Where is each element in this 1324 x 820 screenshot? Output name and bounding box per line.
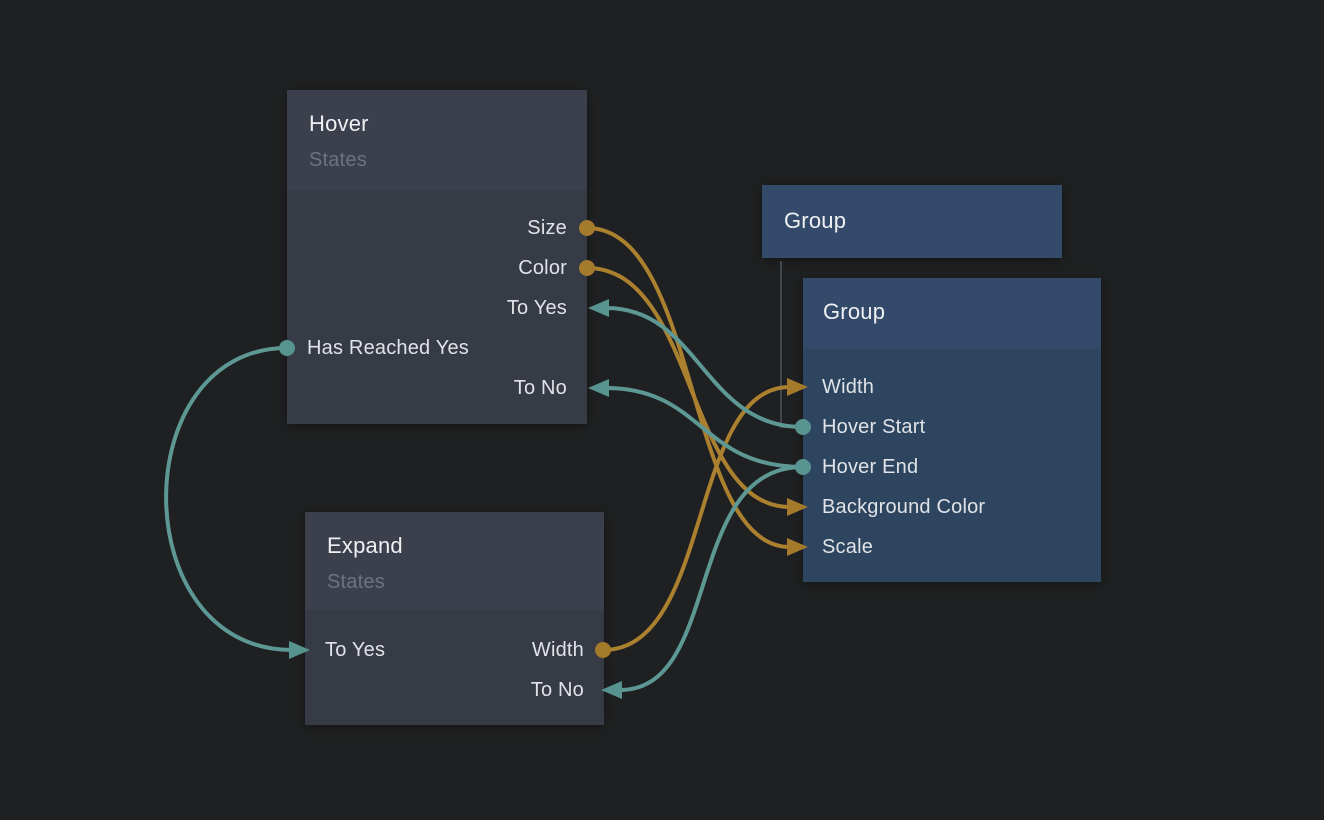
node-header[interactable]: Group	[762, 185, 1062, 235]
port-row-to-yes-width: To Yes Width	[305, 630, 604, 670]
port-label-to-no: To No	[530, 678, 584, 701]
port-row-to-yes: To Yes	[287, 288, 587, 328]
node-header[interactable]: Expand States	[305, 512, 604, 610]
port-row-width: Width	[803, 367, 1101, 407]
node-title: Group	[784, 208, 847, 233]
port-row-has-reached-yes: Has Reached Yes	[287, 328, 587, 368]
port-arrow-hover-to-yes[interactable]	[588, 299, 609, 317]
port-label-width: Width	[822, 375, 875, 398]
node-expand-states[interactable]: Expand States To Yes Width To No	[305, 512, 604, 725]
port-label-size: Size	[527, 216, 567, 239]
port-label-to-no: To No	[513, 376, 567, 399]
node-subtitle: States	[309, 149, 367, 171]
port-label-width: Width	[531, 638, 584, 661]
wire-group-hover-end-to-expand-to-no[interactable]	[618, 465, 805, 692]
hierarchy-link-group-parent-child	[780, 261, 795, 428]
node-body: Size Color To Yes Has Reached Yes To No	[287, 190, 587, 424]
node-hover-states[interactable]: Hover States Size Color To Yes Has Reach…	[287, 90, 587, 424]
port-row-to-no: To No	[287, 368, 587, 408]
port-row-background-color: Background Color	[803, 487, 1101, 527]
port-arrow-hover-to-no[interactable]	[588, 379, 609, 397]
port-label-to-yes: To Yes	[506, 296, 567, 319]
node-header[interactable]: Group	[803, 278, 1101, 349]
node-title: Expand	[327, 533, 403, 558]
node-body: To Yes Width To No	[305, 610, 604, 725]
wire-expand-width-to-group-width[interactable]	[601, 385, 792, 652]
node-title: Group	[823, 299, 886, 324]
port-row-size: Size	[287, 208, 587, 248]
port-row-scale: Scale	[803, 527, 1101, 567]
node-body: Width Hover Start Hover End Background C…	[803, 349, 1101, 582]
port-label-has-reached-yes: Has Reached Yes	[307, 336, 470, 359]
wire-group-hover-start-to-hover-to-yes[interactable]	[604, 306, 805, 429]
port-arrow-expand-to-no[interactable]	[601, 681, 622, 699]
node-group-parent[interactable]: Group	[762, 185, 1062, 258]
wire-hover-color-to-group-background-color[interactable]	[585, 266, 792, 509]
wire-hover-has-reached-yes-to-expand-to-yes[interactable]	[164, 346, 294, 652]
port-row-color: Color	[287, 248, 587, 288]
port-label-color: Color	[518, 256, 567, 279]
port-label-hover-start: Hover Start	[822, 415, 926, 438]
port-label-to-yes: To Yes	[325, 638, 386, 661]
port-row-hover-start: Hover Start	[803, 407, 1101, 447]
port-label-hover-end: Hover End	[822, 455, 919, 478]
node-header[interactable]: Hover States	[287, 90, 587, 190]
port-label-background-color: Background Color	[822, 495, 986, 518]
wire-hover-size-to-group-scale[interactable]	[585, 226, 792, 549]
port-label-scale: Scale	[822, 535, 874, 558]
port-row-to-no: To No	[305, 670, 604, 710]
port-row-hover-end: Hover End	[803, 447, 1101, 487]
node-group-child[interactable]: Group Width Hover Start Hover End Backgr…	[803, 278, 1101, 582]
wire-group-hover-end-to-hover-to-no[interactable]	[604, 386, 805, 469]
node-title: Hover	[309, 111, 369, 136]
node-subtitle: States	[327, 571, 385, 593]
